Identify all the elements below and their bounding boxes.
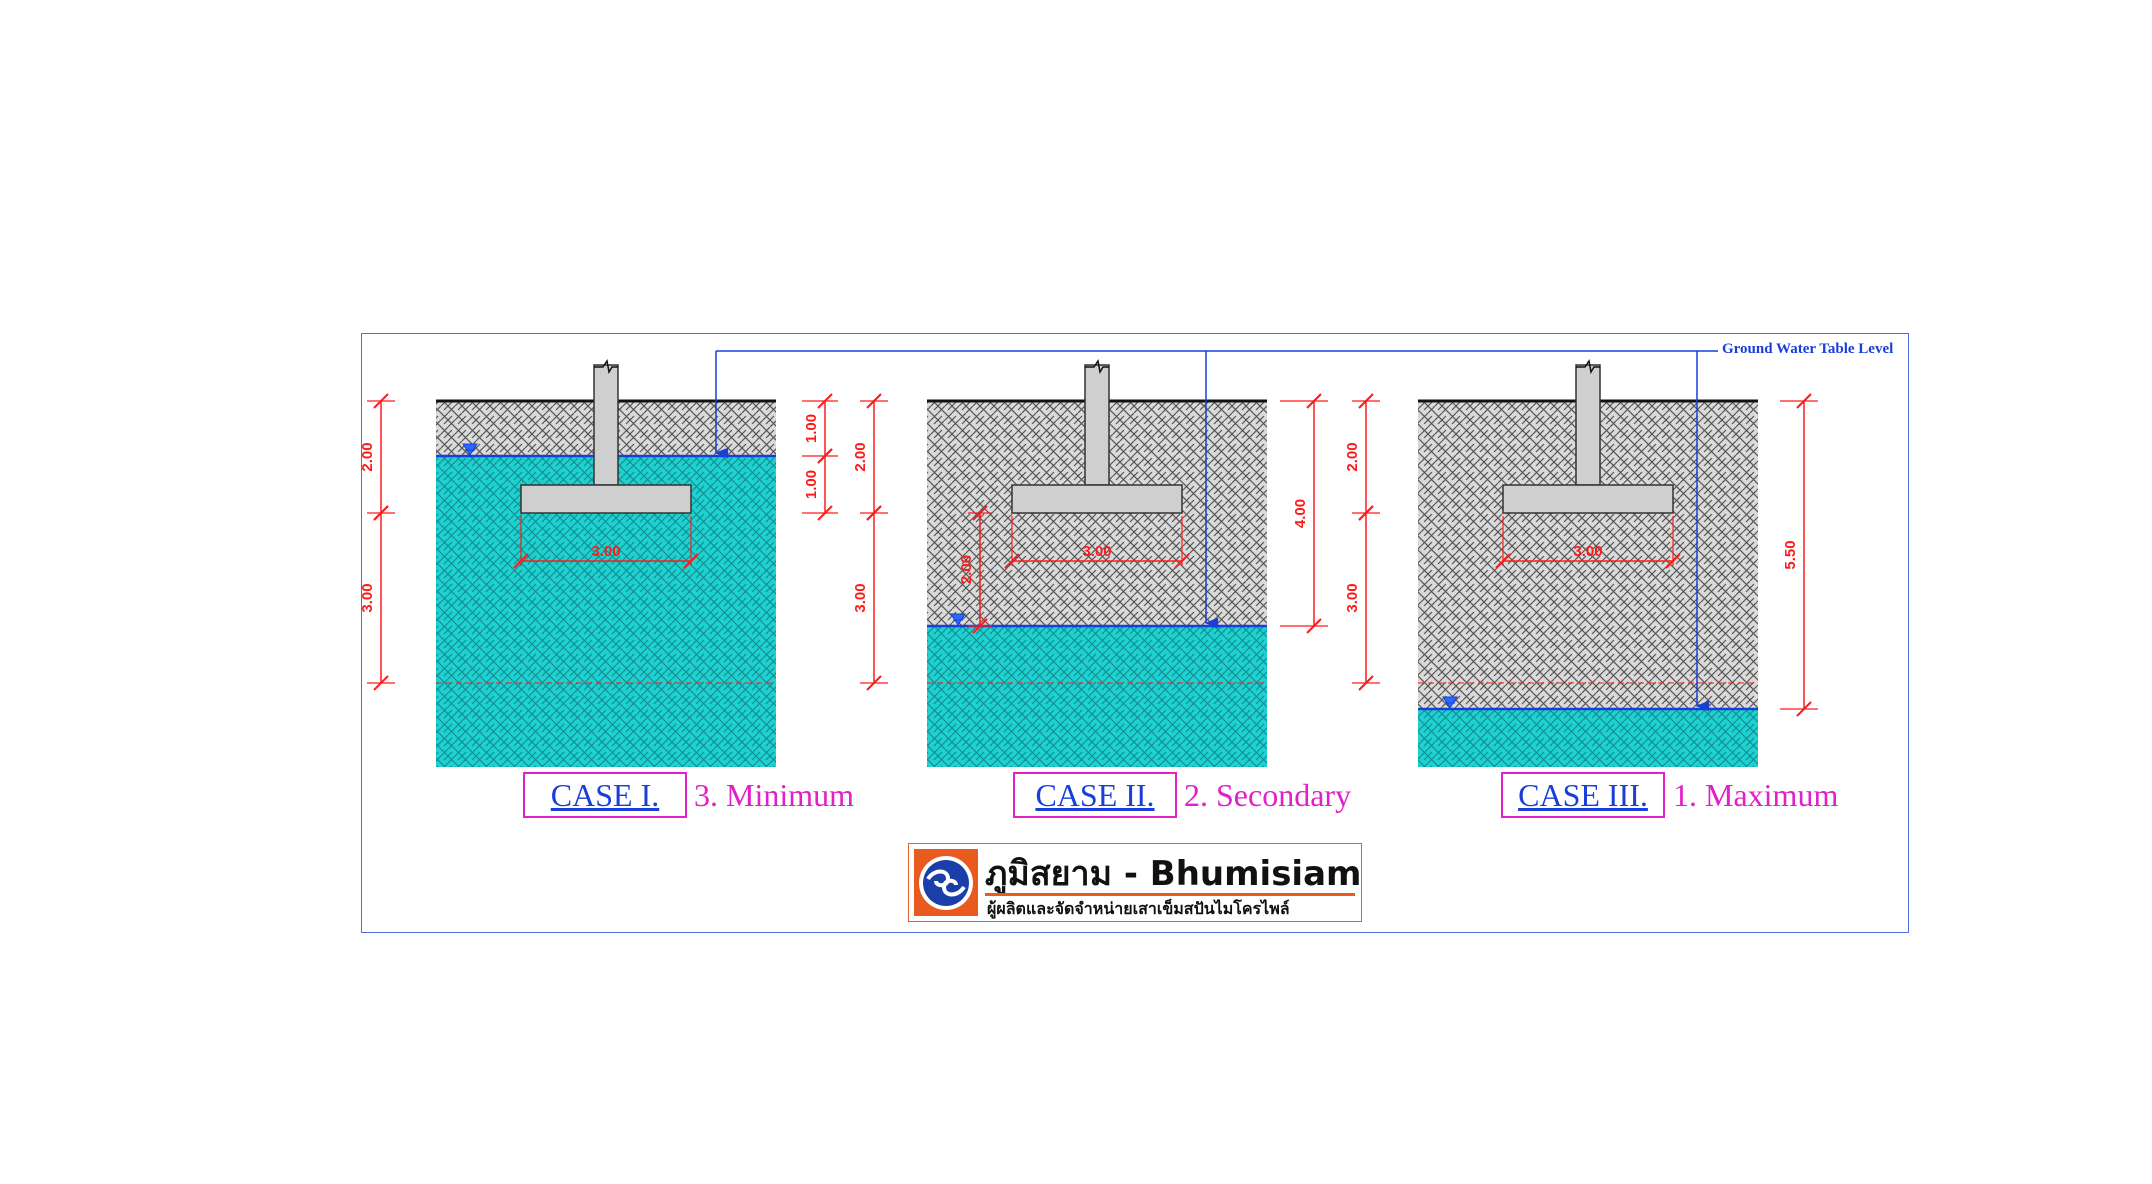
case-3-footing [1502, 484, 1674, 514]
case-2-column [1084, 364, 1110, 486]
case-1-subtitle: 3. Minimum [694, 777, 855, 813]
case-2-footing-dim-label: 3.00 [1082, 543, 1111, 560]
case-3-dim-right-label: 5.50 [1782, 540, 1799, 569]
case-2-subtitle: 2. Secondary [1184, 777, 1352, 813]
case-3-footing-tick-left [1495, 553, 1511, 569]
case-1-dim-right-upper-label: 1.00 [803, 414, 820, 443]
case-1-dim-left-upper-label: 2.00 [359, 442, 376, 471]
case-2-dim-left-lower-tick-bottom [866, 675, 882, 691]
case-2-dim-inner-label: 2.00 [958, 555, 975, 584]
case-1-footing-tick-right [683, 553, 699, 569]
case-1-dim-left-lower-tick-bottom [373, 675, 389, 691]
case-3-dim-right-tick-bottom [1796, 701, 1812, 717]
case-1-footing [520, 484, 692, 514]
case-1-dim-right-lower-tick-bottom [817, 505, 833, 521]
case-1-footing-dim-label: 3.00 [591, 543, 620, 560]
case-3-column-break [1576, 359, 1600, 375]
case-3-dim-left-lower-tick-bottom [1358, 675, 1374, 691]
case-1-column-break [594, 359, 618, 375]
case-1-title: CASE I. [523, 772, 687, 818]
case-3-dim-right-tick-top [1796, 393, 1812, 409]
case-2-footing [1011, 484, 1183, 514]
case-2-dim-inner-tick-bottom [972, 618, 988, 634]
case-2-dim-right-tick-top [1306, 393, 1322, 409]
case-1-dim-left-upper-tick-top [373, 393, 389, 409]
bhumisiam-logo: ภูมิสยาม - Bhumisiam ผู้ผลิตและจัดจำหน่า… [908, 843, 1362, 922]
case-3-title: CASE III. [1501, 772, 1665, 818]
logo-title: ภูมิสยาม - Bhumisiam [985, 854, 1362, 894]
case-2-water [927, 626, 1267, 767]
case-2-dim-left-upper-label: 2.00 [852, 442, 869, 471]
drawing-frame [361, 333, 1909, 933]
case-2-dim-left-upper-tick-top [866, 393, 882, 409]
case-2-title: CASE II. [1013, 772, 1177, 818]
logo-mark-icon [914, 849, 978, 916]
case-2-dim-inner-tick-top [972, 505, 988, 521]
case-1-dim-left-lower-label: 3.00 [359, 583, 376, 612]
case-3-water [1418, 709, 1758, 767]
case-3-dim-left-upper-label: 2.00 [1344, 442, 1361, 471]
logo-underline [985, 893, 1355, 896]
logo-subtitle: ผู้ผลิตและจัดจำหน่ายเสาเข็มสปันไมโครไพล์ [987, 899, 1290, 918]
case-3-subtitle: 1. Maximum [1673, 777, 1839, 813]
case-1-dim-right-lower-label: 1.00 [803, 470, 820, 499]
case-3-column [1575, 364, 1601, 486]
case-2-dim-right-label: 4.00 [1292, 499, 1309, 528]
case-2-dim-right-tick-bottom [1306, 618, 1322, 634]
case-3-dim-left-lower-tick-top [1358, 505, 1374, 521]
case-1-dim-left-lower-tick-top [373, 505, 389, 521]
case-2-footing-tick-right [1174, 553, 1190, 569]
case-3-footing-dim-label: 3.00 [1573, 543, 1602, 560]
case-1-column [593, 364, 619, 486]
case-2-dim-left-lower-label: 3.00 [852, 583, 869, 612]
case-1-dim-right-lower-tick-top [817, 448, 833, 464]
case-3-dim-left-lower-label: 3.00 [1344, 583, 1361, 612]
case-3-dim-left-upper-tick-top [1358, 393, 1374, 409]
case-2-footing-tick-left [1004, 553, 1020, 569]
case-1-dim-right-upper-tick-top [817, 393, 833, 409]
ground-water-table-label: Ground Water Table Level [1722, 341, 1894, 357]
case-3-footing-tick-right [1665, 553, 1681, 569]
case-1-footing-tick-left [513, 553, 529, 569]
case-2-column-break [1085, 359, 1109, 375]
case-2-dim-left-lower-tick-top [866, 505, 882, 521]
